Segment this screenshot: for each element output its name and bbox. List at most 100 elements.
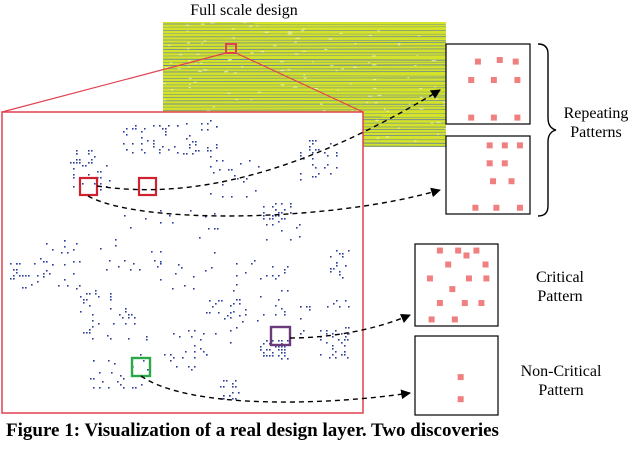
via [342, 256, 344, 258]
via [272, 352, 274, 354]
via [347, 339, 349, 341]
via [98, 323, 100, 325]
via [284, 272, 286, 274]
via [218, 300, 220, 302]
via [97, 171, 99, 173]
via [275, 305, 277, 307]
via [290, 203, 292, 205]
via [126, 149, 128, 151]
via [215, 303, 217, 305]
via [278, 355, 280, 357]
via [34, 263, 36, 265]
via [284, 349, 286, 351]
via [223, 386, 225, 388]
via [207, 150, 209, 152]
via [49, 273, 51, 275]
via [131, 314, 133, 316]
via [174, 146, 176, 148]
via [123, 378, 125, 380]
via [266, 239, 268, 241]
design-stripe [163, 27, 446, 28]
design-speck [418, 35, 421, 36]
via [115, 239, 117, 241]
via [130, 227, 132, 229]
design-speck [330, 65, 333, 66]
via [315, 167, 317, 169]
design-speck [249, 26, 252, 27]
via [106, 165, 108, 167]
via [83, 302, 85, 304]
via [89, 329, 91, 331]
via [205, 270, 207, 272]
pattern-square [472, 205, 478, 211]
via [233, 303, 235, 305]
via [239, 315, 241, 317]
via [91, 159, 93, 161]
via [326, 330, 328, 332]
design-speck [186, 25, 189, 26]
via [269, 355, 271, 357]
design-speck [187, 48, 189, 49]
design-speck [443, 104, 445, 105]
design-speck [287, 69, 290, 70]
via [162, 128, 164, 130]
via [284, 352, 286, 354]
via [348, 306, 350, 308]
via [102, 381, 104, 383]
via [73, 261, 75, 263]
design-speck [296, 38, 300, 39]
via [272, 266, 274, 268]
design-speck [258, 92, 261, 93]
via [300, 318, 302, 320]
via [263, 343, 265, 345]
via [37, 275, 39, 277]
via [46, 243, 48, 245]
via [342, 253, 344, 255]
via [64, 246, 66, 248]
via [128, 314, 130, 316]
design-speck [329, 38, 333, 39]
via [263, 352, 265, 354]
via [73, 249, 75, 251]
via [281, 349, 283, 351]
repeating-label: Repeating Patterns [553, 104, 639, 142]
via [125, 323, 127, 325]
via [266, 224, 268, 226]
via [64, 264, 66, 266]
via [43, 261, 45, 263]
via [141, 384, 143, 386]
via [86, 332, 88, 334]
via [281, 346, 283, 348]
design-speck [178, 68, 181, 69]
via [272, 218, 274, 220]
design-speck [375, 102, 378, 103]
via [335, 351, 337, 353]
via [89, 305, 91, 307]
via [200, 339, 202, 341]
via [281, 340, 283, 342]
via [144, 152, 146, 154]
via [93, 360, 95, 362]
design-speck [366, 102, 368, 103]
design-speck [341, 68, 343, 69]
via [327, 164, 329, 166]
via [263, 215, 265, 217]
design-speck [373, 79, 376, 80]
design-speck [336, 70, 338, 71]
design-stripe [163, 65, 446, 66]
via [232, 383, 234, 385]
via [99, 372, 101, 374]
via [336, 300, 338, 302]
via [210, 120, 212, 122]
via [318, 149, 320, 151]
via [345, 336, 347, 338]
via [278, 349, 280, 351]
via [154, 260, 156, 262]
via [173, 357, 175, 359]
noncritical-label-line2: Pattern [500, 381, 622, 400]
via [88, 153, 90, 155]
via [260, 349, 262, 351]
via [260, 278, 262, 280]
via [330, 256, 332, 258]
via [338, 339, 340, 341]
